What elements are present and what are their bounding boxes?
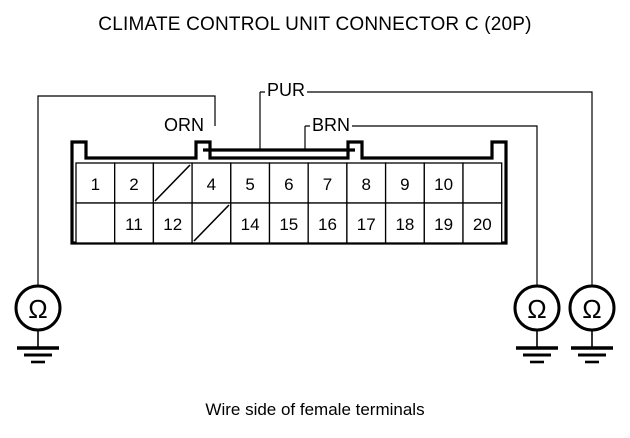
unused-terminal-diagonal	[154, 164, 191, 202]
terminal-cell	[114, 162, 155, 204]
terminal-cell	[191, 162, 232, 204]
terminal-cell	[230, 162, 271, 204]
terminal-number: 19	[434, 215, 453, 234]
terminal-number: 18	[395, 215, 414, 234]
unused-terminal-markers	[154, 164, 230, 242]
terminal-cell	[423, 202, 464, 244]
meter-inner-right: Ω	[513, 284, 561, 364]
terminal-number: 6	[284, 175, 293, 194]
meter-left: Ω	[14, 284, 62, 364]
terminal-number: 12	[163, 215, 182, 234]
terminal-cell	[346, 202, 387, 244]
terminal-grid	[75, 162, 503, 244]
ground-icon	[516, 346, 558, 364]
ohm-symbol: Ω	[527, 294, 546, 324]
terminal-cell	[114, 202, 155, 244]
terminal-numbers: 1 2 4 5 6 7 8 9 10 11 12 14 15 16 17 18 …	[91, 175, 492, 234]
terminal-number: 15	[279, 215, 298, 234]
terminal-cell-blank	[75, 202, 116, 244]
terminal-cell-blank	[462, 162, 503, 204]
ohm-symbol: Ω	[582, 294, 601, 324]
terminal-number: 11	[125, 215, 143, 234]
wire-label-brn: BRN	[310, 115, 353, 136]
wire-label-pur: PUR	[265, 80, 308, 101]
terminal-row-top	[75, 162, 503, 204]
terminal-number: 9	[400, 175, 409, 194]
terminal-number: 8	[361, 175, 370, 194]
ground-icon	[17, 346, 59, 364]
diagram-caption: Wire side of female terminals	[205, 400, 425, 419]
ground-icon	[571, 346, 613, 364]
terminal-number: 4	[207, 175, 216, 194]
terminal-number: 7	[323, 175, 332, 194]
meter-far-right: Ω	[568, 284, 616, 364]
terminal-number: 16	[318, 215, 337, 234]
brn-route	[362, 125, 538, 285]
terminal-cell	[75, 162, 116, 204]
terminal-cell	[423, 162, 464, 204]
page-title: CLIMATE CONTROL UNIT CONNECTOR C (20P)	[98, 14, 532, 35]
terminal-number: 17	[357, 215, 376, 234]
pur-route	[317, 91, 593, 285]
terminal-cell	[384, 202, 425, 244]
terminal-cell	[307, 202, 348, 244]
terminal-number: 1	[91, 175, 100, 194]
ohm-symbol: Ω	[28, 294, 47, 324]
terminal-number: 14	[241, 215, 260, 234]
terminal-cell	[230, 202, 271, 244]
terminal-cell	[462, 202, 503, 244]
orn-lead-line	[37, 95, 216, 285]
terminal-number: 2	[129, 175, 138, 194]
terminal-row-bottom	[75, 202, 503, 244]
terminal-number: 5	[245, 175, 254, 194]
wire-label-orn: ORN	[162, 115, 206, 136]
unused-terminal-diagonal	[193, 204, 230, 242]
terminal-number: 20	[473, 215, 492, 234]
terminal-number: 10	[434, 175, 453, 194]
